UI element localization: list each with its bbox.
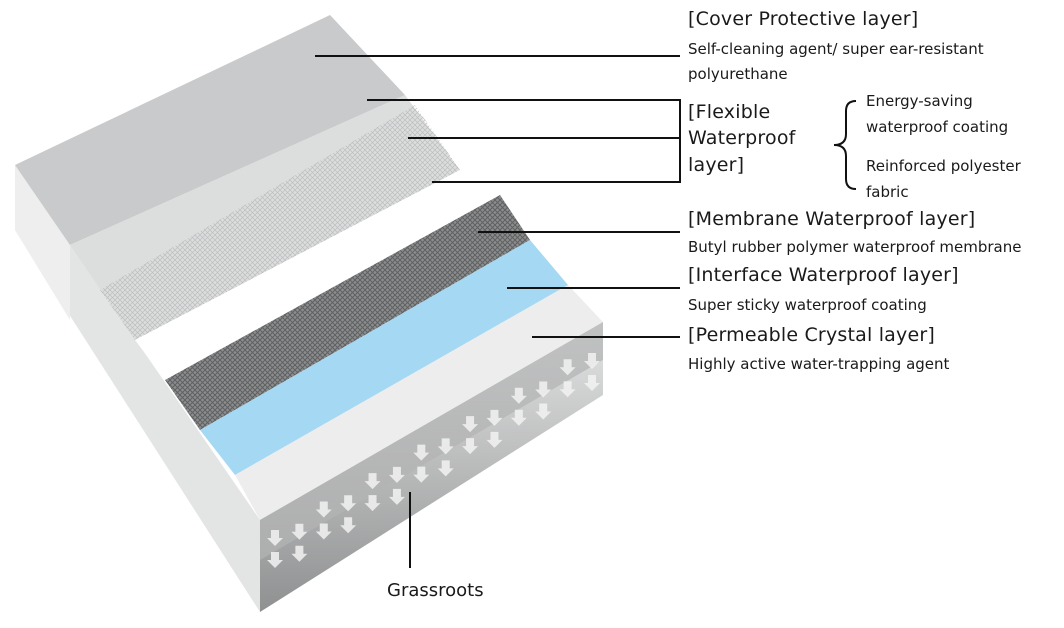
water-drop-arrow (486, 409, 503, 426)
cover-layer-title: [Cover Protective layer] (688, 8, 919, 30)
water-drop-arrow (291, 545, 308, 562)
water-drop-arrow (510, 409, 527, 426)
flexible-layer-title-3: layer] (688, 154, 745, 176)
permeable-layer-title: [Permeable Crystal layer] (688, 324, 935, 346)
water-drop-arrow (388, 466, 405, 483)
permeable-layer (235, 285, 603, 520)
water-drop-arrow (437, 438, 454, 455)
grassroots-label: Grassroots (387, 580, 484, 601)
water-drop-arrow (388, 488, 405, 505)
water-drop-arrow (364, 473, 381, 490)
membrane-layer-title: [Membrane Waterproof layer] (688, 208, 976, 230)
water-drop-arrow (364, 495, 381, 512)
water-drop-arrow (437, 460, 454, 477)
water-drop-arrow (559, 359, 576, 376)
water-drop-arrow (340, 517, 357, 534)
water-drop-arrow (559, 381, 576, 398)
curly-brace (833, 100, 857, 190)
interface-layer-title: [Interface Waterproof layer] (688, 264, 959, 286)
cover-layer-desc-2: polyurethane (688, 65, 788, 83)
flexible-component-2-line-2: fabric (866, 183, 909, 201)
water-drop-arrow (584, 375, 600, 391)
water-drop-arrow (584, 353, 600, 369)
water-drop-arrow (315, 501, 332, 518)
water-drop-arrow (413, 444, 430, 461)
flexible-fabric-mesh (100, 105, 460, 340)
water-drop-arrow (486, 431, 503, 448)
membrane-layer-desc: Butyl rubber polymer waterproof membrane (688, 238, 1022, 256)
flexible-layer-title-2: Waterproof (688, 127, 796, 149)
water-drop-arrow (267, 530, 283, 546)
cover-layer (15, 15, 405, 245)
block-side-face (15, 165, 260, 612)
water-drop-arrow (340, 495, 357, 512)
water-drop-arrow (291, 523, 308, 540)
water-drop-arrow (462, 416, 479, 433)
flexible-layer-title-1: [Flexible (688, 101, 771, 123)
water-drops (267, 353, 600, 568)
water-drop-arrow (413, 466, 430, 483)
water-drop-arrow (535, 381, 552, 398)
interface-layer-desc: Super sticky waterproof coating (688, 296, 927, 314)
water-drop-arrow (462, 438, 479, 455)
block-side-edge (15, 165, 70, 320)
interface-layer (200, 240, 568, 475)
gap-strip (135, 170, 500, 380)
cover-layer-desc-1: Self-cleaning agent/ super ear-resistant (688, 40, 984, 58)
water-drop-arrow (267, 552, 283, 568)
flexible-component-2-line-1: Reinforced polyester (866, 157, 1021, 175)
flexible-component-1-line-2: waterproof coating (866, 118, 1009, 136)
water-drop-arrow (510, 387, 527, 404)
water-drop-arrow (315, 523, 332, 540)
permeable-layer-desc: Highly active water-trapping agent (688, 355, 950, 373)
water-drop-arrow (535, 403, 552, 420)
membrane-layer (165, 195, 530, 430)
flexible-component-1-line-1: Energy-saving (866, 92, 973, 110)
